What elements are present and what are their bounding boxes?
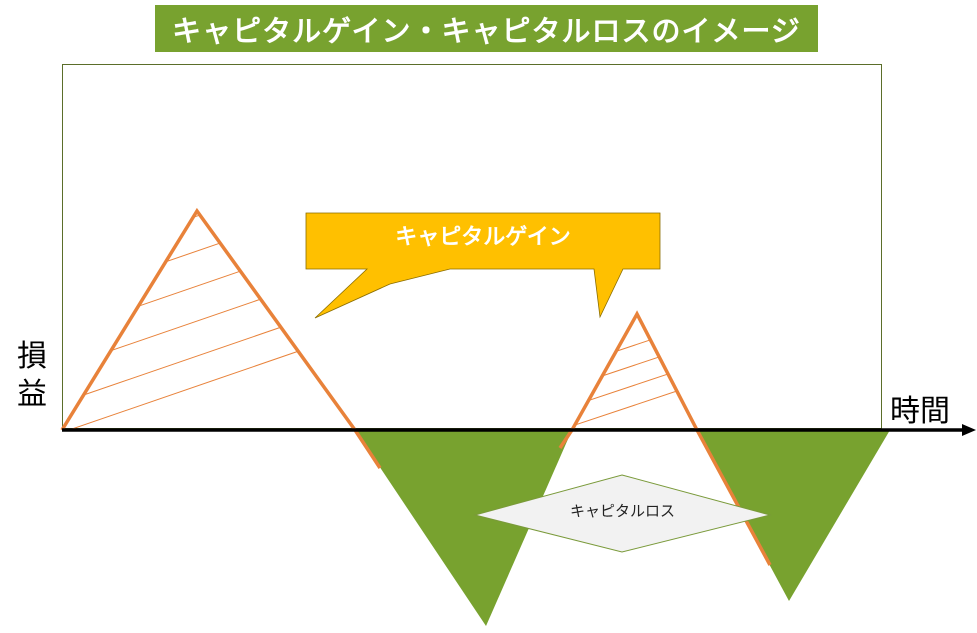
gain-line-1 xyxy=(60,207,382,469)
gain-hatch-1 xyxy=(62,211,355,430)
time-axis-arrowhead xyxy=(962,424,976,436)
loss-callout-diamond xyxy=(473,474,772,553)
diagram-title: キャピタルゲイン・キャピタルロスのイメージ xyxy=(155,5,818,52)
loss-area-2 xyxy=(697,430,890,601)
loss-area-1 xyxy=(355,430,572,626)
y-axis-label-char-1: 損 xyxy=(17,339,47,374)
gain-callout-bubble xyxy=(305,212,661,319)
loss-callout-label: キャピタルロス xyxy=(569,502,675,520)
y-axis-label: 損 益 xyxy=(12,338,52,414)
x-axis-label: 時間 xyxy=(890,394,950,429)
y-axis-label-char-2: 益 xyxy=(17,377,47,412)
gain-line-2 xyxy=(558,310,772,566)
gain-callout-label: キャピタルゲイン xyxy=(395,225,571,250)
